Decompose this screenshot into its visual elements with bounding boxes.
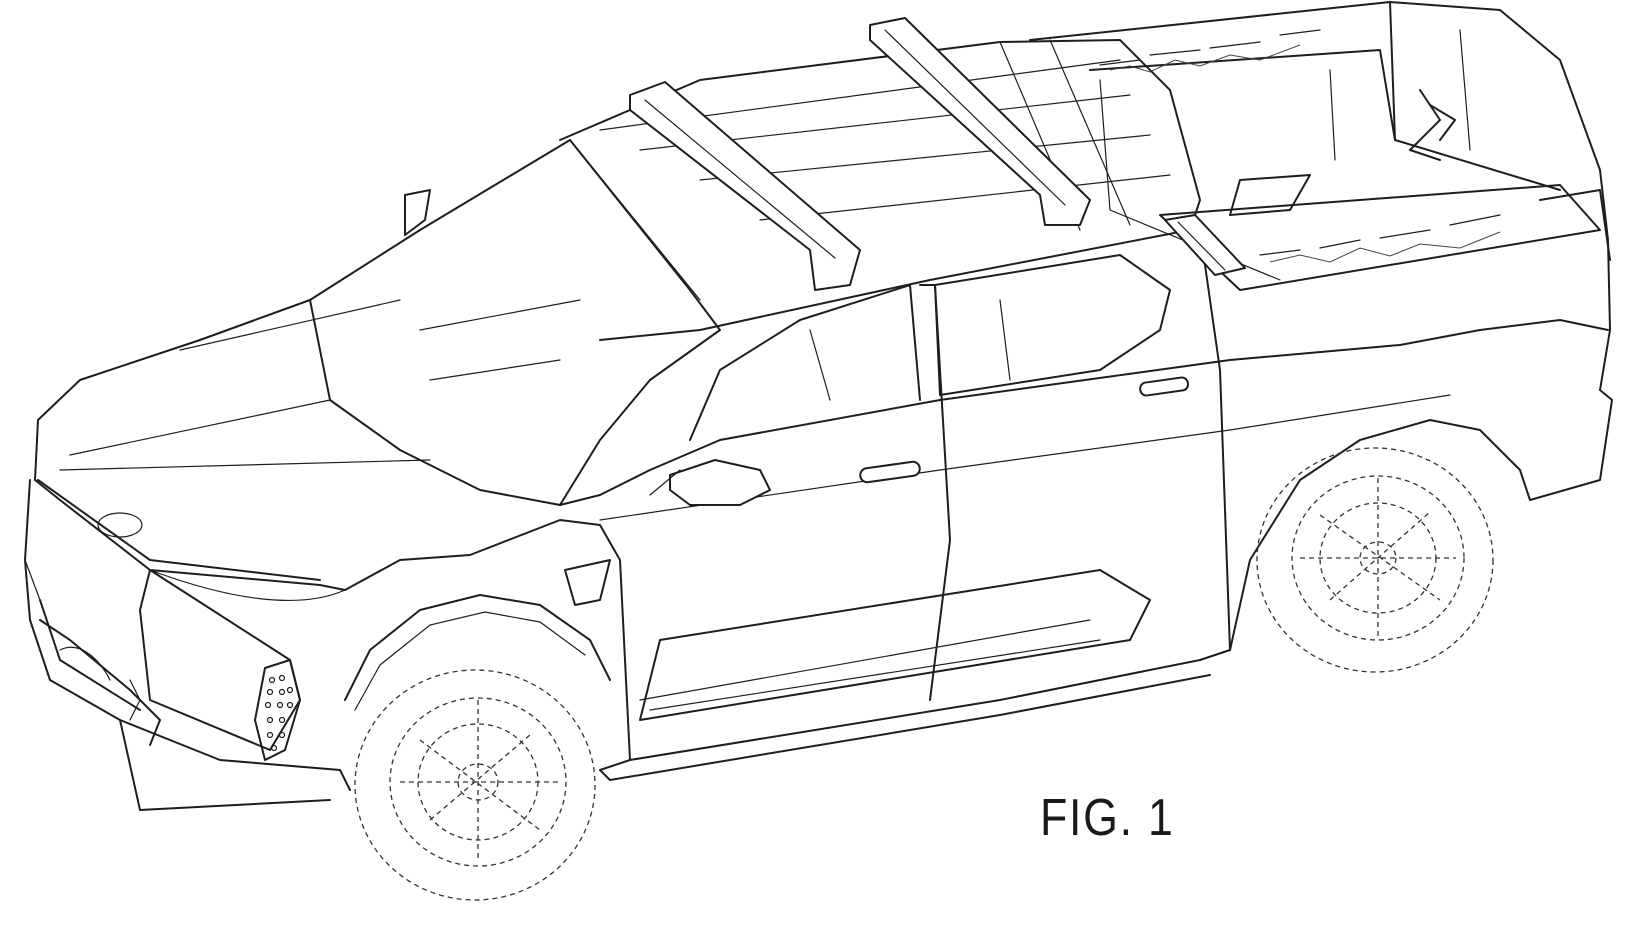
front-wheel <box>355 670 595 900</box>
windshield <box>310 140 720 505</box>
side-mirror <box>405 190 770 505</box>
charge-port <box>565 560 610 605</box>
rear-wheel <box>1257 448 1493 672</box>
figure-caption: FIG. 1 <box>1040 788 1175 848</box>
side-windows <box>690 230 1230 700</box>
door-handles <box>859 377 1188 483</box>
wheel-arches <box>345 595 610 710</box>
front-bumper <box>25 480 350 810</box>
hood <box>35 300 430 600</box>
